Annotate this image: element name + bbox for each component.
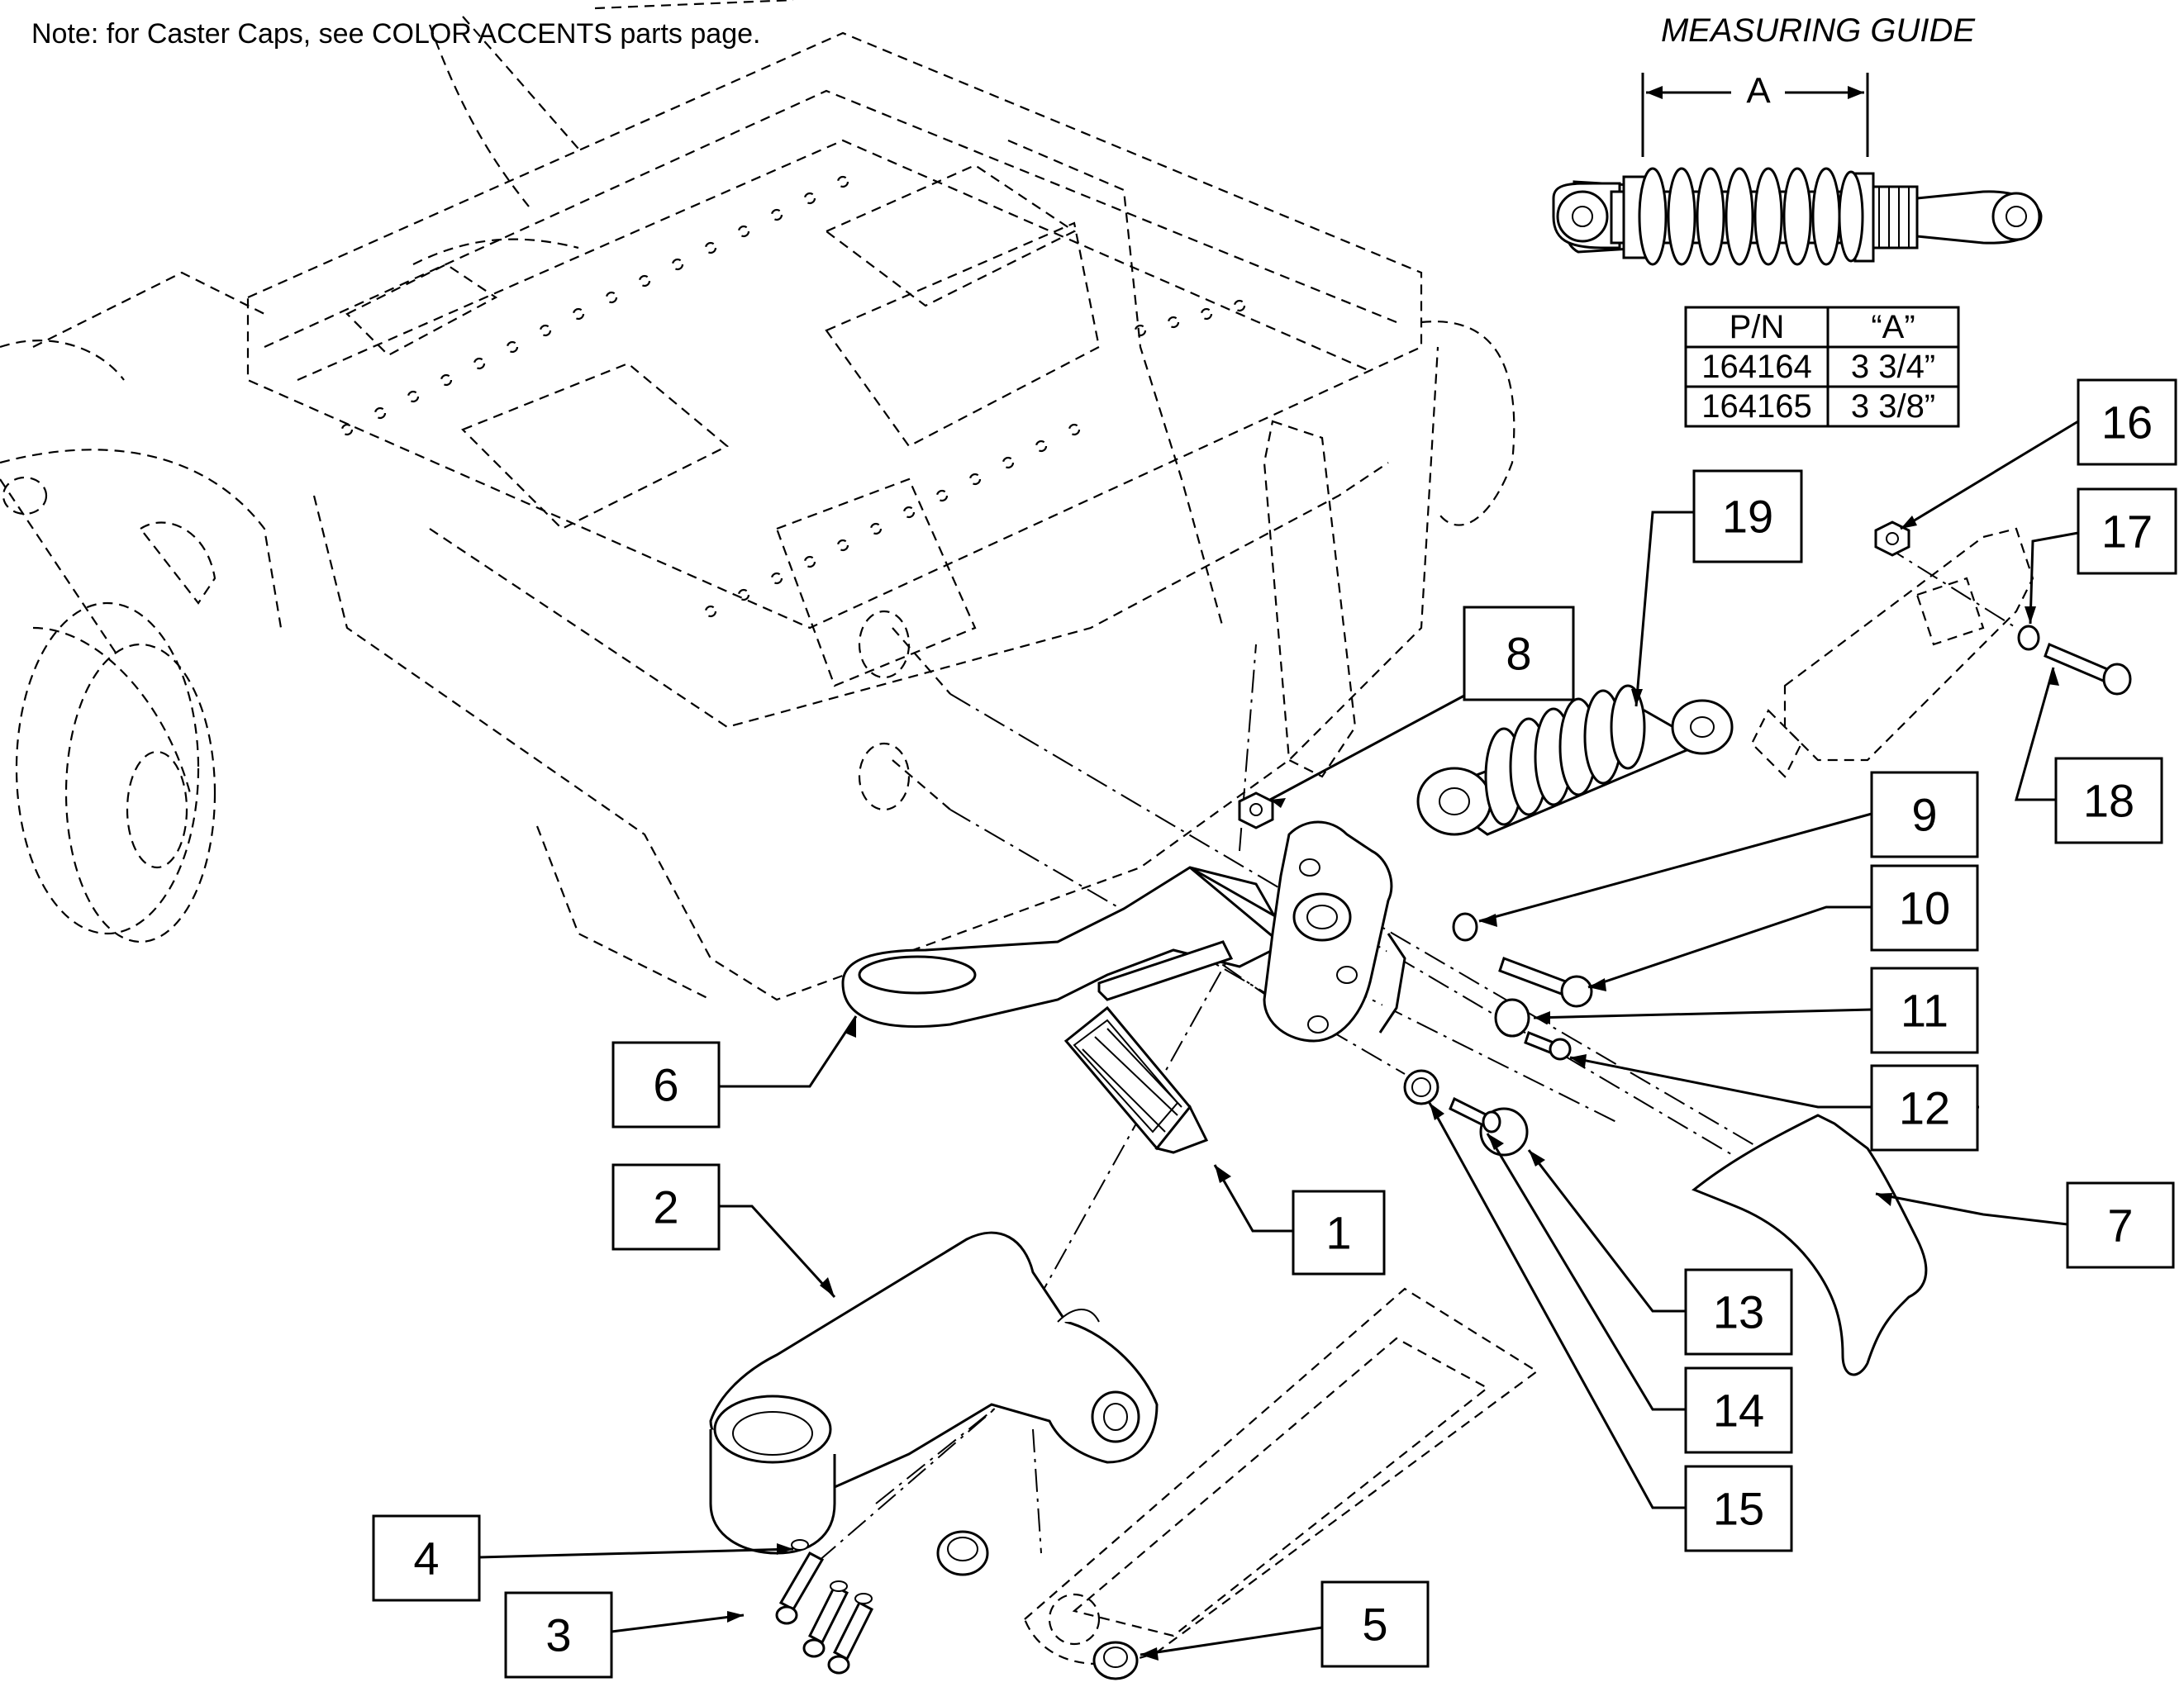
callout-label: 17 <box>2101 506 2153 558</box>
table-cell-a: 3 3/4” <box>1851 349 1935 385</box>
callout-label: 4 <box>413 1533 439 1585</box>
callout-label: 10 <box>1899 882 1950 934</box>
screws-part-3 <box>775 1539 873 1675</box>
callout-label: 15 <box>1713 1483 1764 1535</box>
washer-part-11 <box>1494 998 1530 1038</box>
dimension-a-label: A <box>1746 71 1771 112</box>
callout-label: 9 <box>1911 789 1937 841</box>
mounting-hub <box>1263 820 1406 1043</box>
table-cell-a: 3 3/8” <box>1851 388 1935 425</box>
shock-absorber-part-19 <box>1416 684 1734 836</box>
callout-label: 8 <box>1506 628 1531 680</box>
washer-part-17 <box>2017 625 2040 651</box>
callout-4: 4 <box>372 1514 481 1602</box>
callout-9: 9 <box>1870 771 1979 858</box>
leader-arrowheads <box>727 516 2059 1661</box>
callout-10: 10 <box>1870 864 1979 952</box>
callout-13: 13 <box>1684 1268 1793 1356</box>
callout-6: 6 <box>611 1041 721 1129</box>
callout-5: 5 <box>1320 1580 1430 1668</box>
callout-label: 2 <box>653 1181 678 1233</box>
measuring-guide-table: P/N “A” 164164 3 3/4” 164165 3 3/8” <box>1684 306 1960 428</box>
callout-label: 5 <box>1362 1599 1387 1651</box>
nut-part-16 <box>1874 520 1910 557</box>
measuring-guide: MEASURING GUIDE A <box>1552 12 2043 428</box>
callout-19: 19 <box>1692 469 1803 563</box>
shock-absorber-guide-drawing <box>1552 167 2043 266</box>
caster-arm-part-2 <box>709 1231 1159 1555</box>
callout-3: 3 <box>504 1591 613 1679</box>
cover-part-7 <box>1692 1114 1928 1376</box>
callout-label: 16 <box>2101 397 2153 449</box>
bushing-part-5 <box>936 1530 1139 1680</box>
callout-1: 1 <box>1292 1190 1386 1276</box>
callout-18: 18 <box>2054 757 2163 844</box>
washer-part-9 <box>1452 912 1478 942</box>
bolt-part-10 <box>1498 957 1593 1008</box>
callout-11: 11 <box>1870 967 1979 1054</box>
callout-label: 13 <box>1713 1286 1764 1338</box>
callout-label: 18 <box>2083 775 2134 827</box>
callout-label: 6 <box>653 1059 678 1111</box>
callout-label: 12 <box>1899 1082 1950 1134</box>
callout-2: 2 <box>611 1163 721 1251</box>
callout-label: 7 <box>2107 1200 2133 1252</box>
table-cell-pn: 164164 <box>1701 349 1811 385</box>
callout-17: 17 <box>2077 487 2177 575</box>
chassis-outline <box>0 0 1515 1001</box>
screw-part-12 <box>1524 1031 1572 1061</box>
caster-caps-note: Note: for Caster Caps, see COLOR ACCENTS… <box>31 18 760 50</box>
pad-part-1 <box>1063 1005 1209 1154</box>
callout-15: 15 <box>1684 1465 1793 1552</box>
callout-12: 12 <box>1870 1064 1979 1152</box>
callout-label: 11 <box>1901 985 1948 1037</box>
assembly-center-lines <box>817 544 2017 1562</box>
hanger-bracket-part-6 <box>841 866 1340 1028</box>
table-cell-pn: 164165 <box>1701 388 1811 425</box>
shock-mount-bracket-dashed <box>1750 527 2034 778</box>
table-header-pn: P/N <box>1730 309 1785 345</box>
callout-label: 3 <box>545 1609 571 1661</box>
callout-label: 19 <box>1722 491 1773 543</box>
callout-label: 1 <box>1325 1207 1351 1259</box>
nut-part-8 <box>1238 791 1274 829</box>
screw-part-14 <box>1449 1096 1501 1133</box>
callout-14: 14 <box>1684 1366 1793 1454</box>
measuring-guide-title: MEASURING GUIDE <box>1661 12 1976 49</box>
callout-16: 16 <box>2077 378 2177 466</box>
bushing-part-15 <box>1403 1069 1439 1105</box>
callout-7: 7 <box>2066 1181 2175 1269</box>
callout-8: 8 <box>1463 606 1575 701</box>
callout-label: 14 <box>1713 1385 1764 1437</box>
table-header-a: “A” <box>1871 309 1915 345</box>
bolt-part-18 <box>2044 642 2132 696</box>
